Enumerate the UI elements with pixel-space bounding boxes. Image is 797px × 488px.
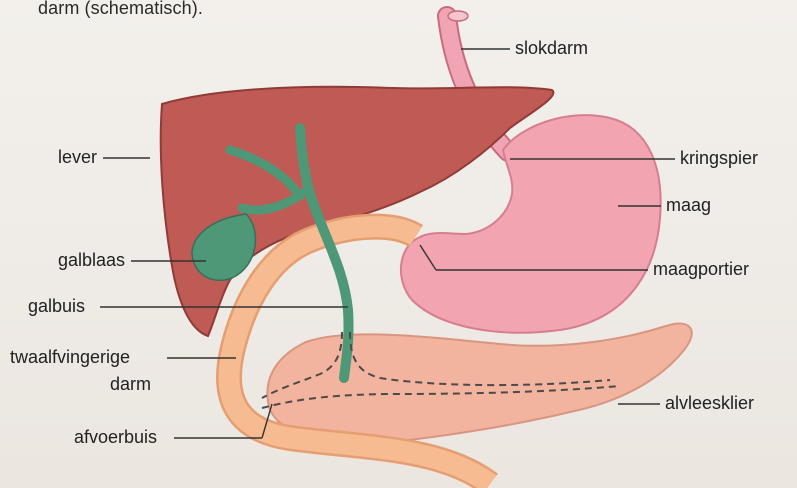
label-maag: maag [666, 195, 711, 216]
label-lever: lever [58, 147, 97, 168]
label-galbuis: galbuis [28, 296, 85, 317]
label-afvoerbuis: afvoerbuis [74, 427, 157, 448]
label-alvleesklier: alvleesklier [665, 393, 754, 414]
label-maagportier: maagportier [653, 259, 749, 280]
label-slokdarm: slokdarm [515, 38, 588, 59]
label-twaalfvingerige: twaalfvingerige [10, 347, 130, 368]
label-kringspier: kringspier [680, 148, 758, 169]
pancreas-shape [267, 323, 691, 442]
label-galblaas: galblaas [58, 250, 125, 271]
label-darm: darm [110, 374, 151, 395]
